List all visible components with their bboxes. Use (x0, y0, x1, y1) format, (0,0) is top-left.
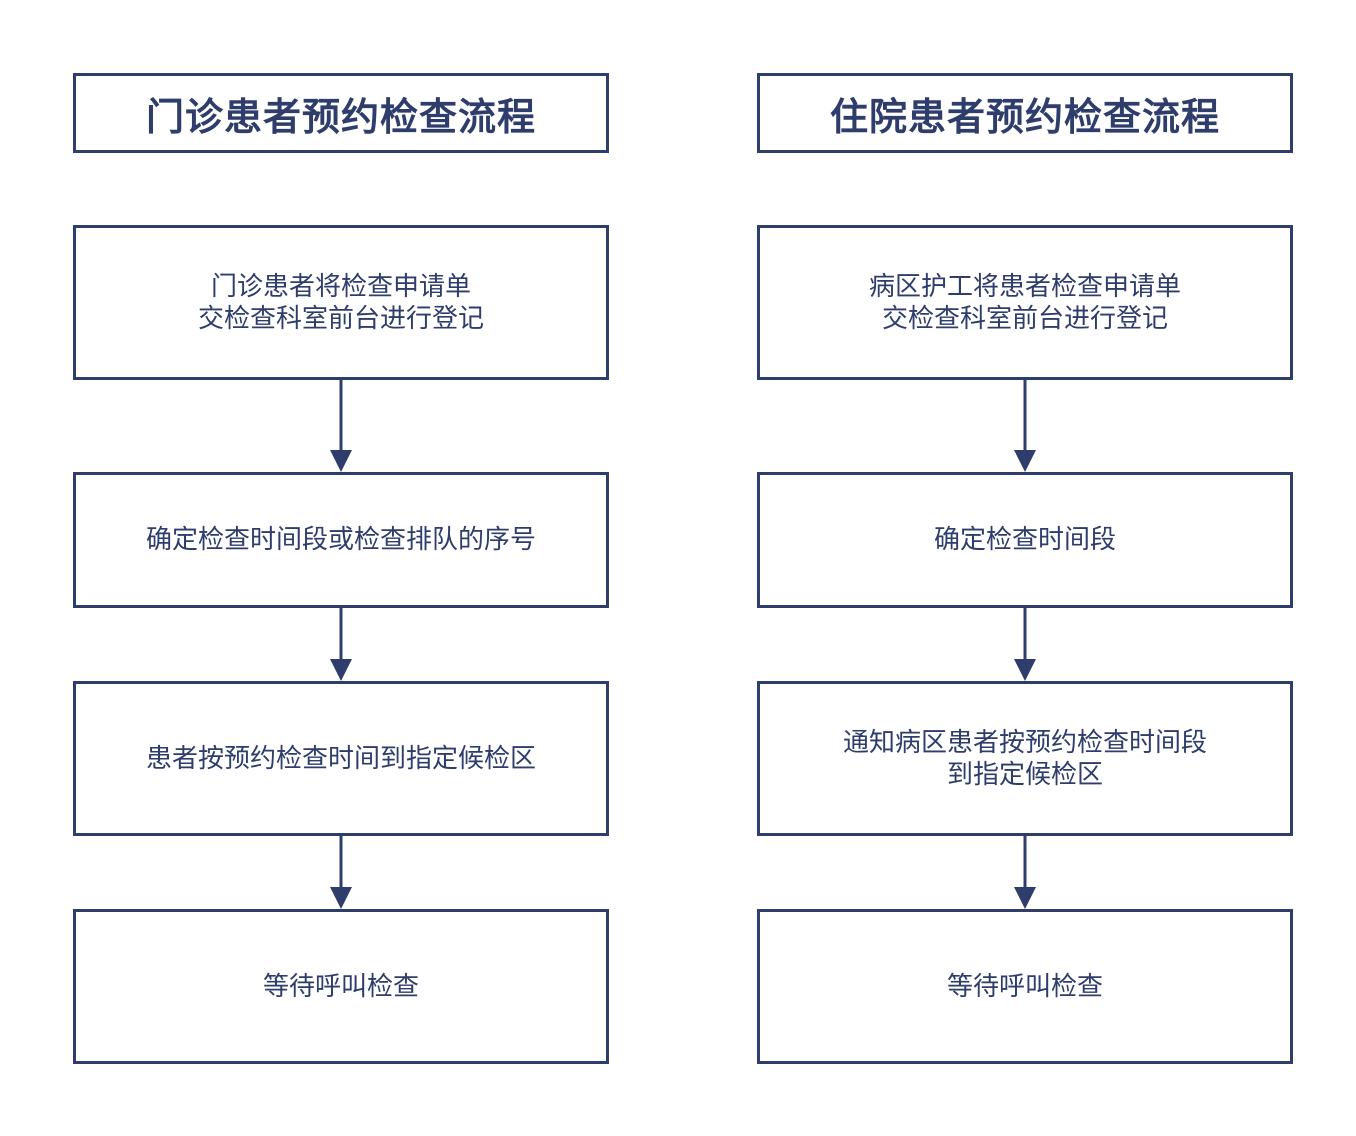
outpatient-step-1-line-2: 交检查科室前台进行登记 (197, 303, 484, 334)
inpatient-step-4: 等待呼叫检查 (757, 909, 1293, 1064)
inpatient-step-1-line-1: 病区护工将患者检查申请单 (868, 271, 1181, 302)
outpatient-step-1: 门诊患者将检查申请单 交检查科室前台进行登记 (73, 225, 609, 380)
outpatient-title: 门诊患者预约检查流程 (145, 94, 536, 139)
outpatient-title-box: 门诊患者预约检查流程 (73, 73, 609, 153)
outpatient-arrow-2-head (330, 659, 352, 681)
outpatient-step-1-line-1: 门诊患者将检查申请单 (210, 271, 471, 302)
inpatient-arrow-3-head (1014, 887, 1036, 909)
outpatient-step-3: 患者按预约检查时间到指定候检区 (73, 681, 609, 836)
inpatient-step-3-line-1: 通知病区患者按预约检查时间段 (842, 727, 1207, 758)
outpatient-arrow-3-head (330, 887, 352, 909)
inpatient-step-2-line-1: 确定检查时间段 (933, 525, 1116, 555)
outpatient-step-2-line-1: 确定检查时间段或检查排队的序号 (145, 525, 536, 555)
inpatient-title-box: 住院患者预约检查流程 (757, 73, 1293, 153)
inpatient-title: 住院患者预约检查流程 (829, 94, 1220, 139)
inpatient-step-4-line-1: 等待呼叫检查 (946, 971, 1103, 1002)
inpatient-arrow-2-head (1014, 659, 1036, 681)
inpatient-step-1: 病区护工将患者检查申请单 交检查科室前台进行登记 (757, 225, 1293, 380)
outpatient-step-3-line-1: 患者按预约检查时间到指定候检区 (145, 743, 536, 774)
inpatient-step-1-line-2: 交检查科室前台进行登记 (881, 303, 1168, 334)
inpatient-step-3-line-2: 到指定候检区 (946, 759, 1103, 790)
inpatient-step-2: 确定检查时间段 (757, 472, 1293, 608)
inpatient-step-3: 通知病区患者按预约检查时间段 到指定候检区 (757, 681, 1293, 836)
outpatient-step-2: 确定检查时间段或检查排队的序号 (73, 472, 609, 608)
outpatient-step-4-line-1: 等待呼叫检查 (262, 971, 419, 1002)
outpatient-step-4: 等待呼叫检查 (73, 909, 609, 1064)
outpatient-arrow-1-head (330, 450, 352, 472)
inpatient-arrow-1-head (1014, 450, 1036, 472)
